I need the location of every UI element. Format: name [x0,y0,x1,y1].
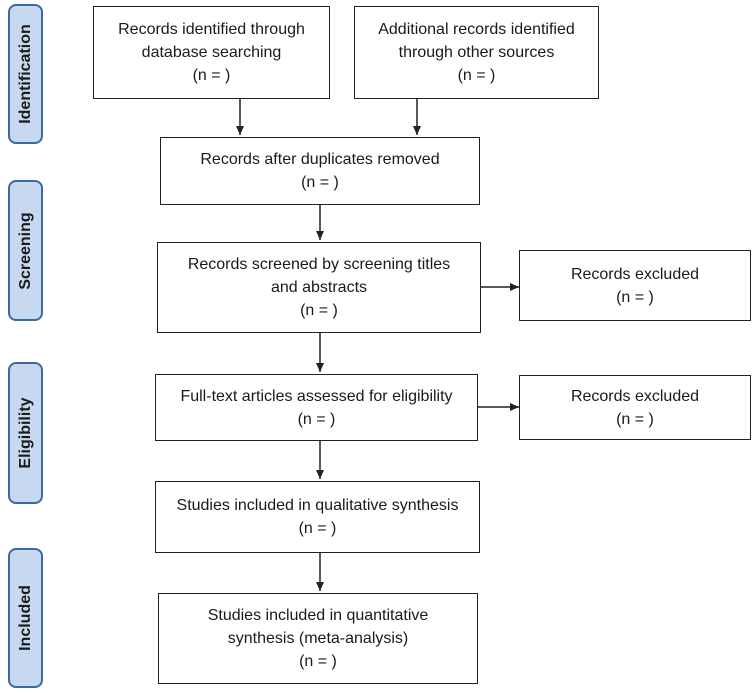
box-records-screened-text: Records screened by screening titles and… [187,256,451,319]
box-records-screened: Records screened by screening titles and… [157,242,481,333]
box-excluded-screening: Records excluded (n = ) [519,250,751,321]
phase-screening: Screening [8,180,43,321]
box-excluded-eligibility: Records excluded (n = ) [519,375,751,440]
box-database-searching-text: Records identified through database sear… [118,21,305,84]
box-other-sources-text: Additional records identified through ot… [378,21,575,84]
box-excluded-screening-text: Records excluded (n = ) [570,265,700,306]
phase-eligibility: Eligibility [8,362,43,504]
phase-identification: Identification [8,4,43,144]
box-excluded-eligibility-text: Records excluded (n = ) [570,387,700,428]
box-duplicates-removed-text: Records after duplicates removed (n = ) [200,151,440,191]
box-quantitative-synthesis-text: Studies included in quantitative synthes… [207,607,429,670]
box-database-searching: Records identified through database sear… [93,6,330,99]
box-full-text-assessed-text: Full-text articles assessed for eligibil… [180,387,453,428]
box-other-sources: Additional records identified through ot… [354,6,599,99]
box-qualitative-synthesis-text: Studies included in qualitative synthesi… [176,497,459,537]
box-qualitative-synthesis: Studies included in qualitative synthesi… [155,481,480,553]
box-quantitative-synthesis: Studies included in quantitative synthes… [158,593,478,684]
phase-included: Included [8,548,43,688]
box-full-text-assessed: Full-text articles assessed for eligibil… [155,374,478,441]
box-duplicates-removed: Records after duplicates removed (n = ) [160,137,480,205]
